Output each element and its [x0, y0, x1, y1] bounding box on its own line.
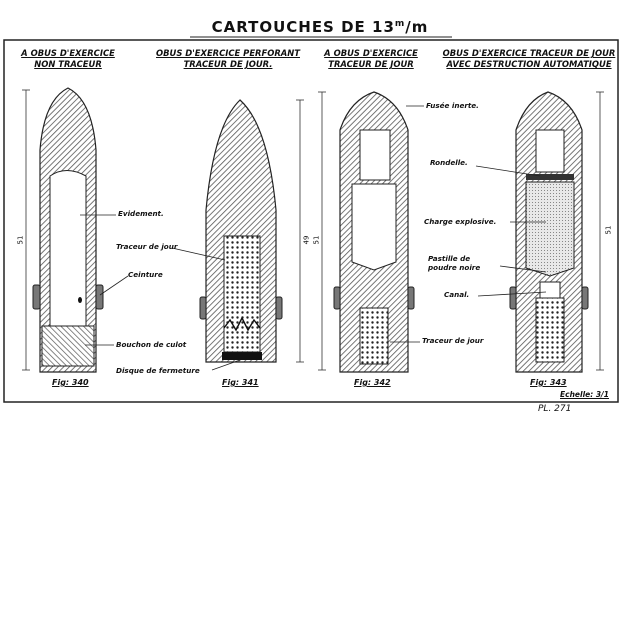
label-ceinture: Ceinture: [128, 270, 163, 279]
sealing-disc-part: [222, 352, 262, 360]
tracer-composition: [223, 235, 261, 353]
hollow-body: [351, 183, 397, 271]
dimension-fig-340: 51: [16, 235, 25, 245]
label-rondelle: Rondelle.: [430, 158, 468, 167]
leader-lines: [80, 105, 547, 371]
dimension-fig-342: 51: [312, 235, 321, 245]
belt-left-2: [199, 296, 207, 320]
label-fusee-inerte: Fusée inerte.: [426, 101, 479, 110]
caption-fig-340: Fig: 340: [52, 378, 89, 387]
label-bouchon-de-culot: Bouchon de culot: [116, 340, 187, 349]
label-evidement: Evidement.: [118, 209, 164, 218]
label-traceur-de-jour-1: Traceur de jour: [116, 242, 178, 251]
dimension-fig-343: 51: [604, 225, 613, 235]
dimension-fig-341: 49: [302, 235, 311, 245]
channel-part: [539, 281, 561, 299]
caption-fig-341: Fig: 341: [222, 378, 259, 387]
label-charge-explosive: Charge explosive.: [424, 217, 497, 226]
label-disque-de-fermeture: Disque de fermeture: [116, 366, 200, 375]
shell-fig-341: [199, 99, 304, 363]
washer-part: [526, 174, 574, 180]
belt-right: [95, 284, 104, 310]
label-traceur-de-jour-2: Traceur de jour: [422, 336, 484, 345]
shell-fig-340: [22, 87, 104, 373]
bouchon-de-culot-part: [41, 325, 95, 367]
scale-label: Echelle: 3/1: [560, 390, 610, 399]
caption-fig-342: Fig: 342: [354, 378, 391, 387]
caption-fig-343: Fig: 343: [530, 378, 567, 387]
belt-right-2: [275, 296, 283, 320]
fuze-cavity: [359, 129, 391, 181]
label-canal: Canal.: [444, 290, 470, 299]
shell-fig-342: [318, 91, 415, 373]
plate-title: CARTOUCHES DE 13m/m: [211, 18, 429, 36]
belt-left: [32, 284, 41, 310]
plate-number: PL. 271: [538, 404, 572, 414]
plate-frame: [3, 39, 619, 403]
explosive-charge-part: [525, 181, 575, 277]
shell-fig-343: [509, 91, 604, 373]
